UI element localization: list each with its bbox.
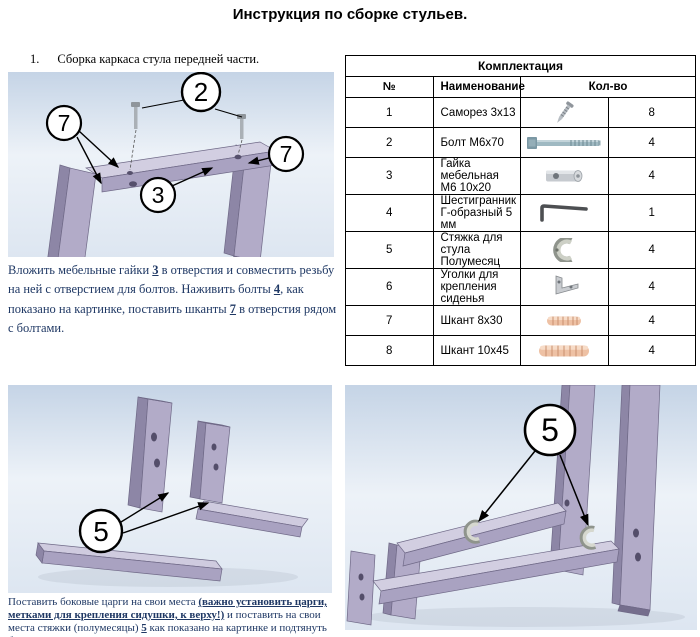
screw-icon — [549, 100, 579, 123]
part-number: 7 — [345, 305, 434, 336]
part-qty: 1 — [607, 194, 696, 232]
table-row: 3 Гайка мебельная М6 10х20 4 — [345, 157, 696, 195]
leg-hole — [358, 573, 364, 581]
important-note: (важно установить царги, метками для кре… — [8, 596, 327, 621]
part-qty: 4 — [607, 127, 696, 158]
svg-text:3: 3 — [152, 182, 165, 208]
assembly-diagram: 5 — [345, 385, 697, 630]
table-row: 4 Шестигранник Г-образный 5 мм 1 — [345, 194, 696, 232]
table-row: 6 Уголки для крепления сиденья 4 — [345, 268, 696, 306]
text-run: в отверстия и совместить резьбу на ней с… — [8, 263, 335, 297]
callout-dowel-right: 7 — [267, 135, 305, 173]
part-number: 1 — [345, 97, 434, 128]
part-name: Шкант 8х30 — [432, 305, 521, 336]
text-run: , как показано на картинке, поставить шк… — [8, 282, 304, 316]
step1-instructions: Вложить мебельные гайки 3 в отверстия и … — [8, 261, 338, 339]
bolt-hole — [234, 154, 242, 160]
rail-hole — [213, 463, 219, 471]
leg-hole — [359, 593, 365, 601]
part-number: 8 — [345, 335, 434, 366]
part-number: 3 — [345, 157, 434, 195]
leg-hole — [633, 528, 639, 538]
part-number: 5 — [345, 231, 434, 269]
rail-hole — [211, 443, 217, 451]
part-ref: 7 — [229, 301, 237, 316]
part-ref: 5 — [141, 621, 147, 634]
text-run: в отверстия рядом с болтами. — [8, 301, 337, 336]
rail-hole — [151, 432, 157, 442]
part-ref: 3 — [152, 263, 159, 277]
part-ref: 4 — [273, 282, 281, 297]
part-number: 6 — [345, 268, 434, 306]
text-run: как показано на картинке и подтянуть бол… — [8, 621, 327, 637]
callout-half-moon: 5 — [78, 508, 124, 554]
nut-hole — [129, 181, 137, 187]
col-header-qty: Кол-во — [520, 76, 696, 98]
svg-text:7: 7 — [280, 141, 293, 167]
svg-text:5: 5 — [541, 412, 559, 448]
bolt-pin — [131, 102, 140, 129]
step1-heading: 1. Сборка каркаса стула передней части. — [30, 52, 259, 67]
part-qty: 4 — [607, 335, 696, 366]
part-qty: 8 — [607, 97, 696, 128]
step2-instructions: Поставить боковые царги на свои места (в… — [8, 596, 336, 637]
part-name: Саморез 3х13 — [432, 97, 521, 128]
page-title: Инструкция по сборке стульев. — [232, 6, 468, 23]
side-rails-diagram: 5 — [8, 385, 332, 593]
table-row: 5 Стяжка для стула Полумесяц 4 — [345, 231, 696, 269]
svg-text:2: 2 — [194, 77, 208, 107]
bolt-icon — [525, 136, 611, 149]
parts-table-title: Комплектация — [345, 55, 696, 77]
half-moon-bracket-icon — [547, 238, 581, 262]
part-qty: 4 — [607, 157, 696, 195]
dowel-hole — [127, 171, 133, 175]
table-row: 7 Шкант 8х30 4 — [345, 305, 696, 336]
list-number: 1. — [30, 52, 40, 66]
dowel-large-icon — [536, 345, 592, 357]
callout-dowel-left: 7 — [45, 104, 83, 142]
step1-heading-text: Сборка каркаса стула передней части. — [57, 52, 260, 66]
corner-bracket-icon — [547, 275, 581, 295]
parts-table: Комплектация № Наименование Кол-во 1 Сам… — [345, 55, 696, 366]
svg-text:5: 5 — [93, 516, 109, 547]
text-run: Поставить боковые царги на свои места — [8, 596, 199, 608]
hex-key-icon — [536, 204, 592, 222]
dowel-small-icon — [544, 315, 584, 327]
front-frame-diagram: 2 7 3 7 — [8, 72, 334, 257]
rail-hole — [154, 458, 160, 468]
leg-hole — [564, 499, 570, 507]
table-row: 1 Саморез 3х13 8 — [345, 97, 696, 128]
part-name: Уголки для крепления сиденья — [432, 268, 521, 306]
part-qty: 4 — [607, 268, 696, 306]
col-header-name: Наименование — [432, 76, 525, 98]
table-row: 8 Шкант 10х45 4 — [345, 335, 696, 366]
callout-nut: 3 — [139, 176, 177, 214]
leg-hole — [635, 552, 641, 562]
side-parts-drawing — [35, 396, 309, 582]
part-name: Гайка мебельная М6 10х20 — [432, 157, 521, 195]
part-qty: 4 — [607, 231, 696, 269]
part-number: 2 — [345, 127, 434, 158]
callout-half-moon: 5 — [523, 403, 577, 457]
part-qty: 4 — [607, 305, 696, 336]
text-run: Вложить мебельные гайки — [8, 263, 153, 277]
col-header-num: № — [345, 76, 434, 98]
part-name: Шестигранник Г-образный 5 мм — [432, 194, 521, 232]
callout-bolts: 2 — [180, 72, 222, 113]
table-row: 2 Болт М6х70 4 — [345, 127, 696, 158]
svg-text:7: 7 — [58, 110, 71, 136]
part-name: Болт М6х70 — [432, 127, 521, 158]
part-name: Шкант 10х45 — [432, 335, 521, 366]
text-run: и поставить на свои места стяжки (полуме… — [8, 608, 321, 634]
barrel-nut-icon — [542, 170, 586, 182]
part-number: 4 — [345, 194, 434, 232]
half-moon-tie — [579, 525, 597, 550]
half-moon-tie — [463, 519, 481, 544]
part-name: Стяжка для стула Полумесяц — [432, 231, 521, 269]
